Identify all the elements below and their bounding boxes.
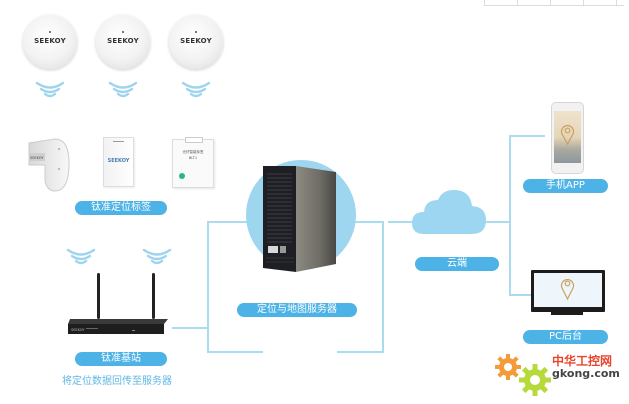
- smartphone-image: [551, 102, 584, 174]
- beacon-puck: SEEKOY: [23, 15, 77, 69]
- connector-line: [337, 351, 383, 353]
- beacon-puck: SEEKOY: [169, 15, 223, 69]
- base-station-label: 钛准基站: [75, 352, 167, 366]
- cloud-icon: [412, 190, 486, 234]
- svg-text:SEEKOY: SEEKOY: [30, 156, 44, 160]
- connector-line: [382, 221, 384, 353]
- pc-monitor-stand: [551, 312, 583, 315]
- base-station-router-image: SEEKOY: [68, 273, 168, 334]
- watermark: 中华工控网 gkong.com: [492, 345, 629, 404]
- green-gear-icon: [519, 364, 551, 396]
- connector-line: [509, 135, 511, 296]
- badge-text: 光纤智能标签: [182, 150, 204, 154]
- brand-label: SEEKOY: [107, 158, 130, 164]
- beacon-puck: SEEKOY: [96, 15, 150, 69]
- server-label: 定位与地图服务器: [237, 303, 357, 317]
- wireless-signal-icon: [66, 248, 96, 265]
- tags-label: 钛准定位标签: [75, 201, 167, 215]
- wireless-signal-icon: [142, 248, 172, 265]
- card-tag-image: SEEKOY: [103, 137, 134, 187]
- badge-tag-image: 光纤智能标签 BLT1: [172, 137, 214, 188]
- location-pin-icon: [560, 279, 575, 300]
- connector-line: [340, 221, 383, 223]
- brand-label: SEEKOY: [71, 328, 85, 332]
- top-table-fragment: [484, 0, 624, 6]
- status-led-icon: [179, 173, 185, 179]
- connector-line: [388, 221, 414, 223]
- wireless-signal-icon: [108, 81, 138, 98]
- wireless-signal-icon: [35, 81, 65, 98]
- cloud-label: 云端: [415, 257, 499, 271]
- brand-label: SEEKOY: [34, 37, 66, 45]
- connector-line: [172, 327, 208, 329]
- orange-gear-icon: [495, 354, 521, 380]
- mobile-app-label: 手机APP: [523, 179, 608, 193]
- connector-line: [207, 351, 263, 353]
- pc-monitor-image: [531, 270, 605, 312]
- location-pin-icon: [560, 125, 575, 145]
- brand-label: SEEKOY: [107, 37, 139, 45]
- server-tower-image: [263, 166, 336, 272]
- brand-label: SEEKOY: [180, 37, 212, 45]
- connector-line: [509, 135, 545, 137]
- wristband-tag-image: SEEKOY: [28, 138, 70, 192]
- wireless-signal-icon: [181, 81, 211, 98]
- watermark-cn-text: 中华工控网: [552, 354, 613, 368]
- badge-code: BLT1: [188, 156, 198, 160]
- connector-line: [207, 221, 209, 353]
- watermark-url-text: gkong.com: [552, 367, 620, 380]
- pc-backend-label: PC后台: [523, 330, 608, 344]
- base-station-description: 将定位数据回传至服务器: [62, 376, 172, 387]
- connector-line: [484, 221, 510, 223]
- connector-line: [509, 294, 533, 296]
- connector-line: [207, 221, 262, 223]
